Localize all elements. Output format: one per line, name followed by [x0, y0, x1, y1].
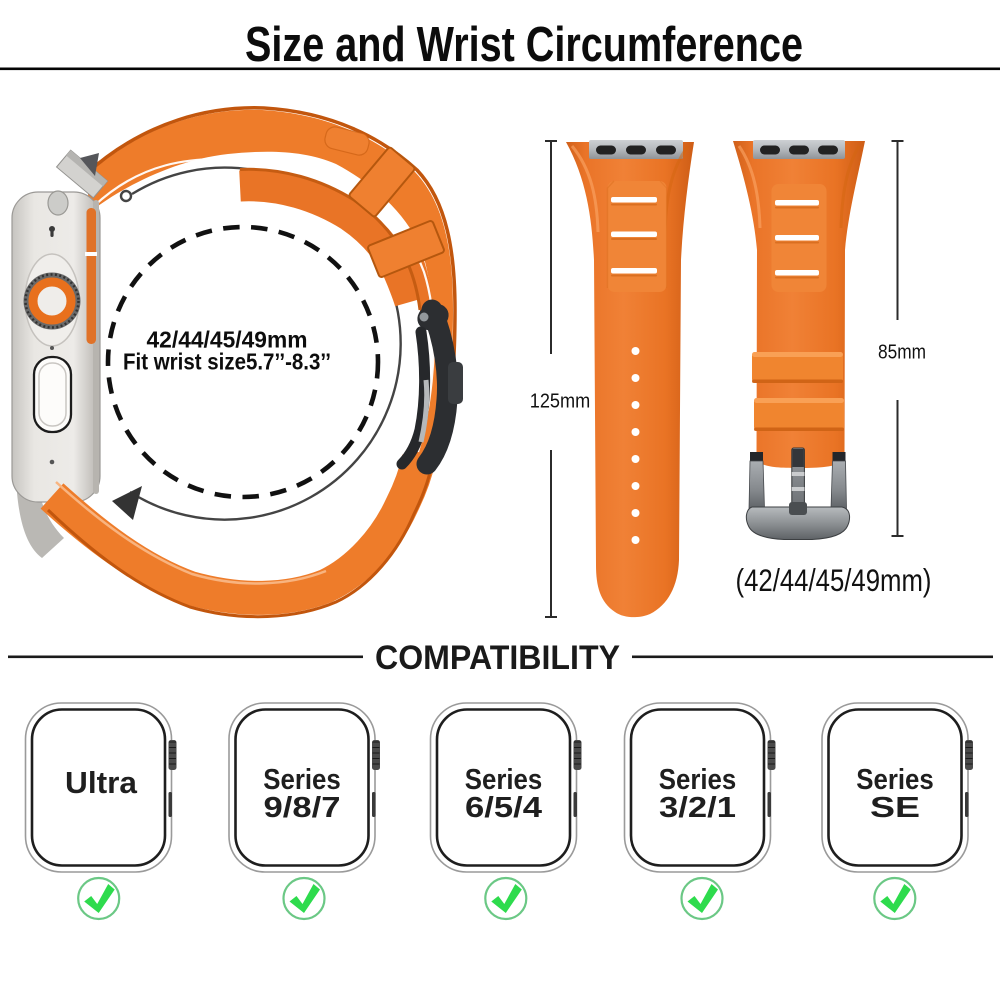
svg-text:125mm: 125mm: [530, 391, 591, 413]
svg-text:Ultra: Ultra: [65, 765, 138, 800]
svg-text:42/44/45/49mm: 42/44/45/49mm: [147, 327, 308, 353]
svg-text:9/8/7: 9/8/7: [264, 792, 341, 824]
svg-text:Size and Wrist Circumference: Size and Wrist Circumference: [245, 18, 803, 72]
svg-text:Series: Series: [263, 764, 341, 796]
svg-text:Fit wrist size5.7’’-8.3’’: Fit wrist size5.7’’-8.3’’: [123, 349, 331, 375]
svg-text:Series: Series: [659, 764, 737, 796]
svg-text:85mm: 85mm: [878, 342, 926, 364]
svg-text:COMPATIBILITY: COMPATIBILITY: [375, 639, 620, 677]
svg-text:6/5/4: 6/5/4: [465, 792, 542, 824]
svg-text:Series: Series: [856, 764, 934, 796]
svg-text:SE: SE: [870, 792, 920, 824]
svg-text:Series: Series: [465, 764, 543, 796]
svg-text:(42/44/45/49mm): (42/44/45/49mm): [736, 562, 932, 598]
svg-text:3/2/1: 3/2/1: [659, 792, 736, 824]
